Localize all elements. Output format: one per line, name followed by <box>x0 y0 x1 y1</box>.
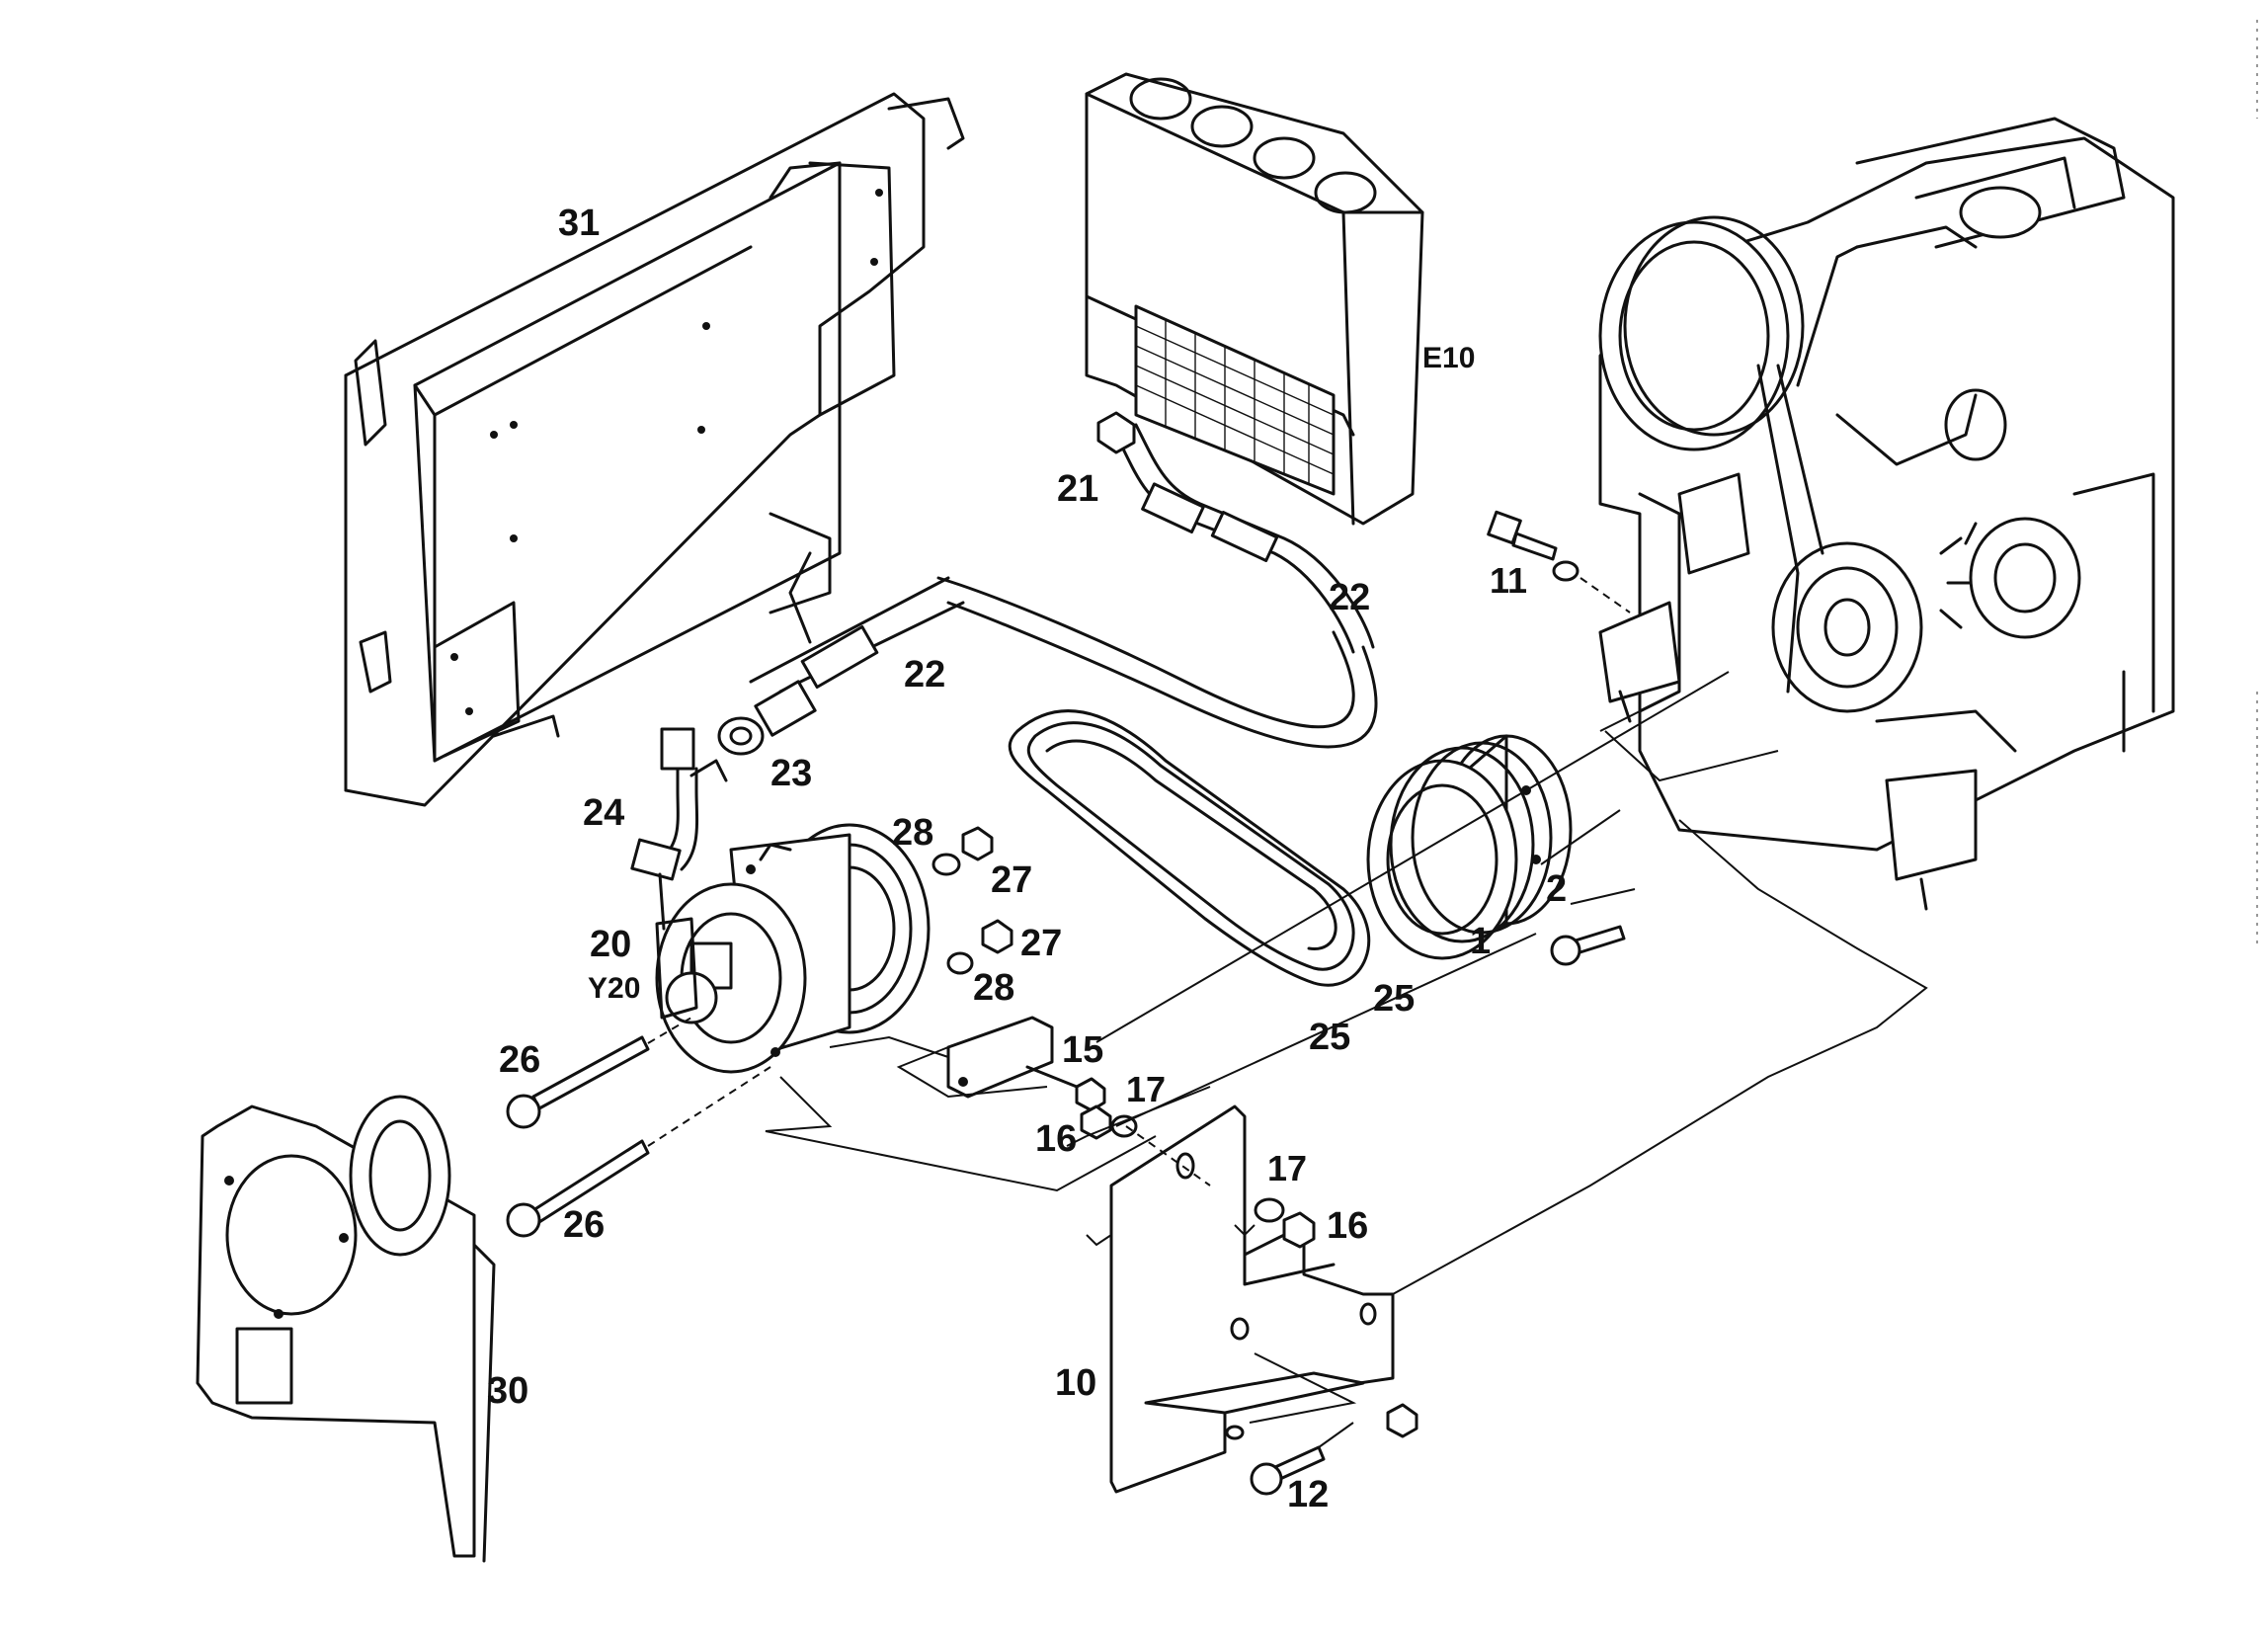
callout-21: 21 <box>1057 468 1098 510</box>
callout-labels: 31 E10 21 22 22 23 24 11 28 27 27 28 20 … <box>487 203 1567 1515</box>
callout-1: 1 <box>1470 921 1491 962</box>
callout-17-upper: 17 <box>1126 1069 1166 1109</box>
part-30-cover-plate <box>196 1095 496 1563</box>
part-26-bolts <box>506 1017 771 1238</box>
hoses-and-fittings <box>630 411 1378 931</box>
callout-26-lower: 26 <box>563 1204 605 1246</box>
callout-25-left: 25 <box>1309 1017 1350 1058</box>
part-E10-evaporator <box>1085 72 1424 526</box>
part-Y20-compressor <box>655 823 931 1074</box>
callout-22-lower: 22 <box>904 654 945 695</box>
evaporator-grille <box>1134 304 1336 496</box>
callout-10: 10 <box>1055 1362 1096 1404</box>
callout-26-upper: 26 <box>499 1039 540 1081</box>
evaporator-vent-ports <box>1129 77 1377 214</box>
callout-24: 24 <box>583 792 624 834</box>
assembly-leader-lines <box>765 671 1928 1493</box>
callout-2: 2 <box>1546 868 1567 910</box>
callout-30: 30 <box>487 1370 528 1412</box>
callout-23: 23 <box>770 753 812 794</box>
callout-11: 11 <box>1490 560 1527 601</box>
callout-27-upper: 27 <box>991 859 1032 901</box>
callout-12: 12 <box>1287 1474 1329 1515</box>
callout-31: 31 <box>558 203 600 244</box>
part-27-28-nuts-washers <box>932 826 1013 975</box>
part-12-bolt <box>1250 1445 1326 1496</box>
part-2-bolt <box>1550 925 1626 966</box>
part-10-mounting-bracket <box>1109 1104 1395 1494</box>
callout-E10: E10 <box>1422 342 1475 374</box>
engine-block <box>1598 117 2175 911</box>
callout-16-upper: 16 <box>1035 1118 1077 1160</box>
part-15-bracket <box>946 1016 1138 1140</box>
callout-20: 20 <box>590 924 631 965</box>
part-31-condenser-frame <box>344 92 965 807</box>
callout-17-lower: 17 <box>1267 1148 1307 1188</box>
callout-Y20: Y20 <box>588 972 640 1005</box>
part-25-v-belts <box>1008 709 1371 987</box>
callout-15: 15 <box>1062 1029 1103 1071</box>
callout-28-lower: 28 <box>973 967 1014 1009</box>
callout-28-upper: 28 <box>892 812 933 854</box>
part-16-17-nuts-washers <box>1254 1197 1418 1438</box>
callout-22-upper: 22 <box>1329 577 1370 618</box>
callout-16-lower: 16 <box>1327 1205 1368 1247</box>
engine-pulley-teeth <box>1939 522 1978 629</box>
part-11-bolt <box>1487 510 1631 614</box>
callout-25-right: 25 <box>1373 978 1415 1020</box>
callout-27-lower: 27 <box>1020 923 1062 964</box>
